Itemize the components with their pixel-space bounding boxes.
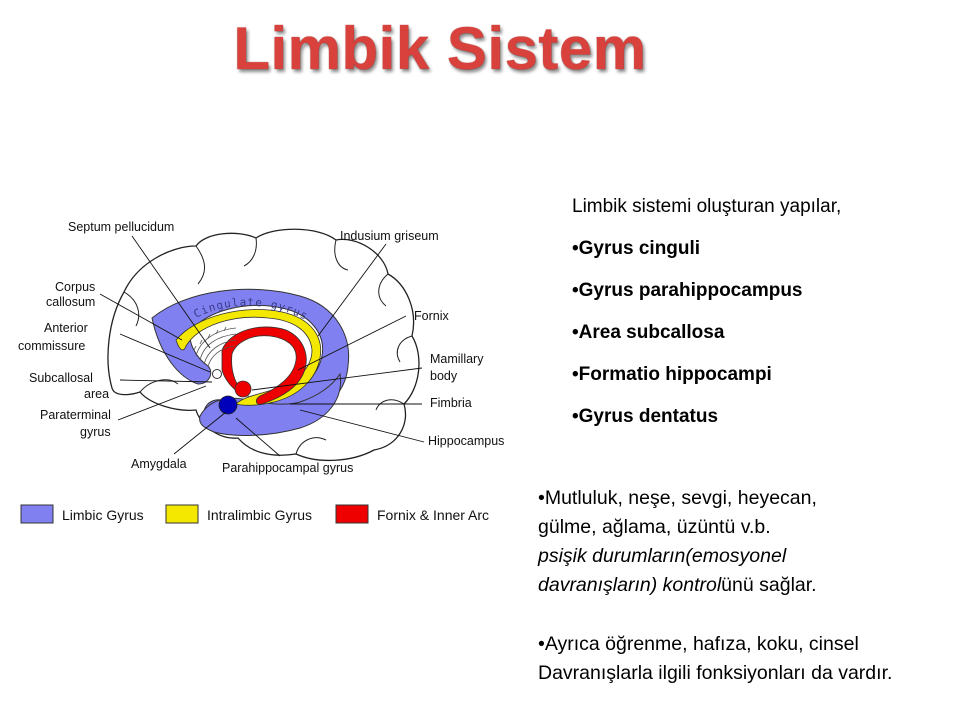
fornix-region — [221, 326, 307, 405]
label-corpus-callosum-1: Corpus — [55, 280, 95, 294]
label-amygdala: Amygdala — [131, 457, 187, 471]
septum-pellucidum-stripes — [193, 326, 237, 367]
paragraph-line: •Mutluluk, neşe, sevgi, heyecan, — [538, 487, 817, 509]
paragraph-line: •Ayrıca öğrenme, hafıza, koku, cinsel — [538, 633, 859, 655]
function-paragraph: •Mutluluk, neşe, sevgi, heyecan, gülme, … — [538, 484, 953, 600]
label-corpus-callosum-2: callosum — [46, 295, 95, 309]
label-indusium-griseum: Indusium griseum — [340, 229, 439, 243]
structure-item: •Gyrus dentatus — [572, 406, 719, 427]
paragraph-line: gülme, ağlama, üzüntü v.b. — [538, 516, 771, 538]
label-hippocampus: Hippocampus — [428, 434, 504, 448]
anterior-commissure — [212, 369, 222, 379]
legend-label-limbic: Limbic Gyrus — [62, 507, 144, 523]
structure-item: •Formatio hippocampi — [572, 364, 772, 385]
structure-item: •Area subcallosa — [572, 322, 725, 343]
structure-item: •Gyrus parahippocampus — [572, 280, 803, 301]
paragraph-line: Davranışlarla ilgili fonksiyonları da va… — [538, 662, 893, 684]
legend-swatch-limbic — [20, 504, 54, 524]
label-paraterminal-gyrus-2: gyrus — [80, 425, 111, 439]
label-fimbria: Fimbria — [430, 396, 472, 410]
paragraph-italic-part: davranışların) kontrol — [538, 574, 722, 596]
label-subcallosal-area-1: Subcallosal — [29, 371, 93, 385]
legend-label-fornix: Fornix & Inner Arc — [377, 507, 489, 523]
structure-item: •Gyrus cinguli — [572, 238, 701, 259]
intralimbic-gyrus-region — [175, 309, 322, 406]
additional-functions-paragraph: •Ayrıca öğrenme, hafıza, koku, cinsel Da… — [538, 630, 953, 688]
label-paraterminal-gyrus-1: Paraterminal — [40, 408, 111, 422]
paragraph-line-mixed: davranışların) kontrolünü sağlar. — [538, 571, 953, 600]
label-mamillary-body-2: body — [430, 369, 458, 383]
label-anterior-commissure-1: Anterior — [44, 321, 88, 335]
label-fornix: Fornix — [414, 309, 449, 323]
mamillary-body — [234, 380, 252, 398]
structures-list: Limbik sistemi oluşturan yapılar, •Gyrus… — [572, 196, 952, 448]
limbic-system-diagram: Cingulate gyrus Septum pellucidum Indusi… — [18, 220, 504, 524]
legend-label-intralimbic: Intralimbic Gyrus — [207, 507, 312, 523]
label-anterior-commissure-2: commissure — [18, 339, 85, 353]
structures-intro: Limbik sistemi oluşturan yapılar, — [572, 196, 842, 217]
label-septum-pellucidum: Septum pellucidum — [68, 220, 174, 234]
legend-swatch-intralimbic — [165, 504, 199, 524]
slide-title: Limbik Sistem — [233, 15, 647, 82]
paragraph-line-italic: psişik durumların(emosyonel — [538, 545, 787, 567]
label-mamillary-body-1: Mamillary — [430, 352, 484, 366]
paragraph-normal-part: ünü sağlar. — [721, 574, 817, 596]
legend-swatch-fornix — [335, 504, 369, 524]
label-parahippocampal-gyrus: Parahippocampal gyrus — [222, 461, 353, 475]
diagram-legend: Limbic Gyrus Intralimbic Gyrus Fornix & … — [20, 504, 489, 524]
label-subcallosal-area-2: area — [84, 387, 109, 401]
amygdala — [218, 395, 238, 415]
